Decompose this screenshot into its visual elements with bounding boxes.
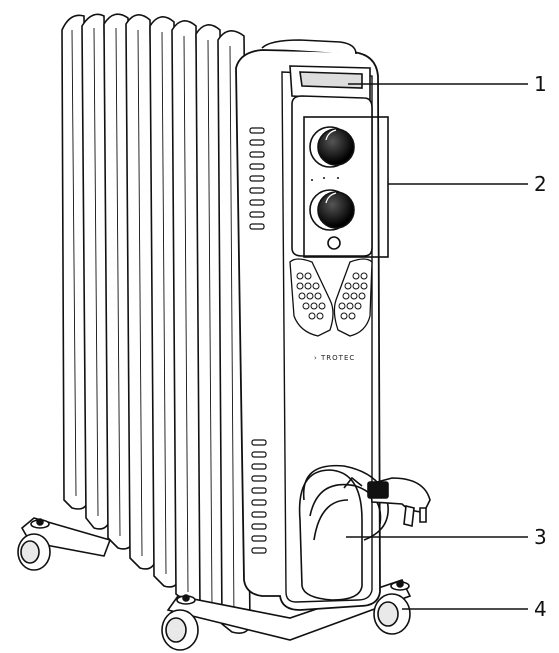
callout-number-1: 1 <box>534 72 547 96</box>
indicator-light <box>327 236 341 250</box>
callouts <box>303 83 528 610</box>
front-grille <box>289 258 373 337</box>
side-vents-upper <box>249 127 265 230</box>
callout-box-2 <box>303 116 389 258</box>
base-feet <box>20 517 412 641</box>
callout-number-2: 2 <box>534 172 547 196</box>
castor-wheels <box>17 533 411 651</box>
plug <box>367 477 431 527</box>
cable-storage <box>298 464 431 601</box>
thermostat-knob <box>309 126 355 168</box>
control-panel <box>291 95 373 257</box>
brand-label: › TROTEC <box>314 354 355 362</box>
wheel-front-left <box>161 609 199 651</box>
wheel-rear-left <box>17 533 51 571</box>
wheel-front-right <box>373 593 411 635</box>
power-selector-knob <box>309 189 355 231</box>
front-foot <box>166 579 412 641</box>
side-vents-lower <box>251 439 267 554</box>
callout-number-4: 4 <box>534 597 547 621</box>
callout-number-3: 3 <box>534 525 547 549</box>
handle <box>261 39 371 101</box>
